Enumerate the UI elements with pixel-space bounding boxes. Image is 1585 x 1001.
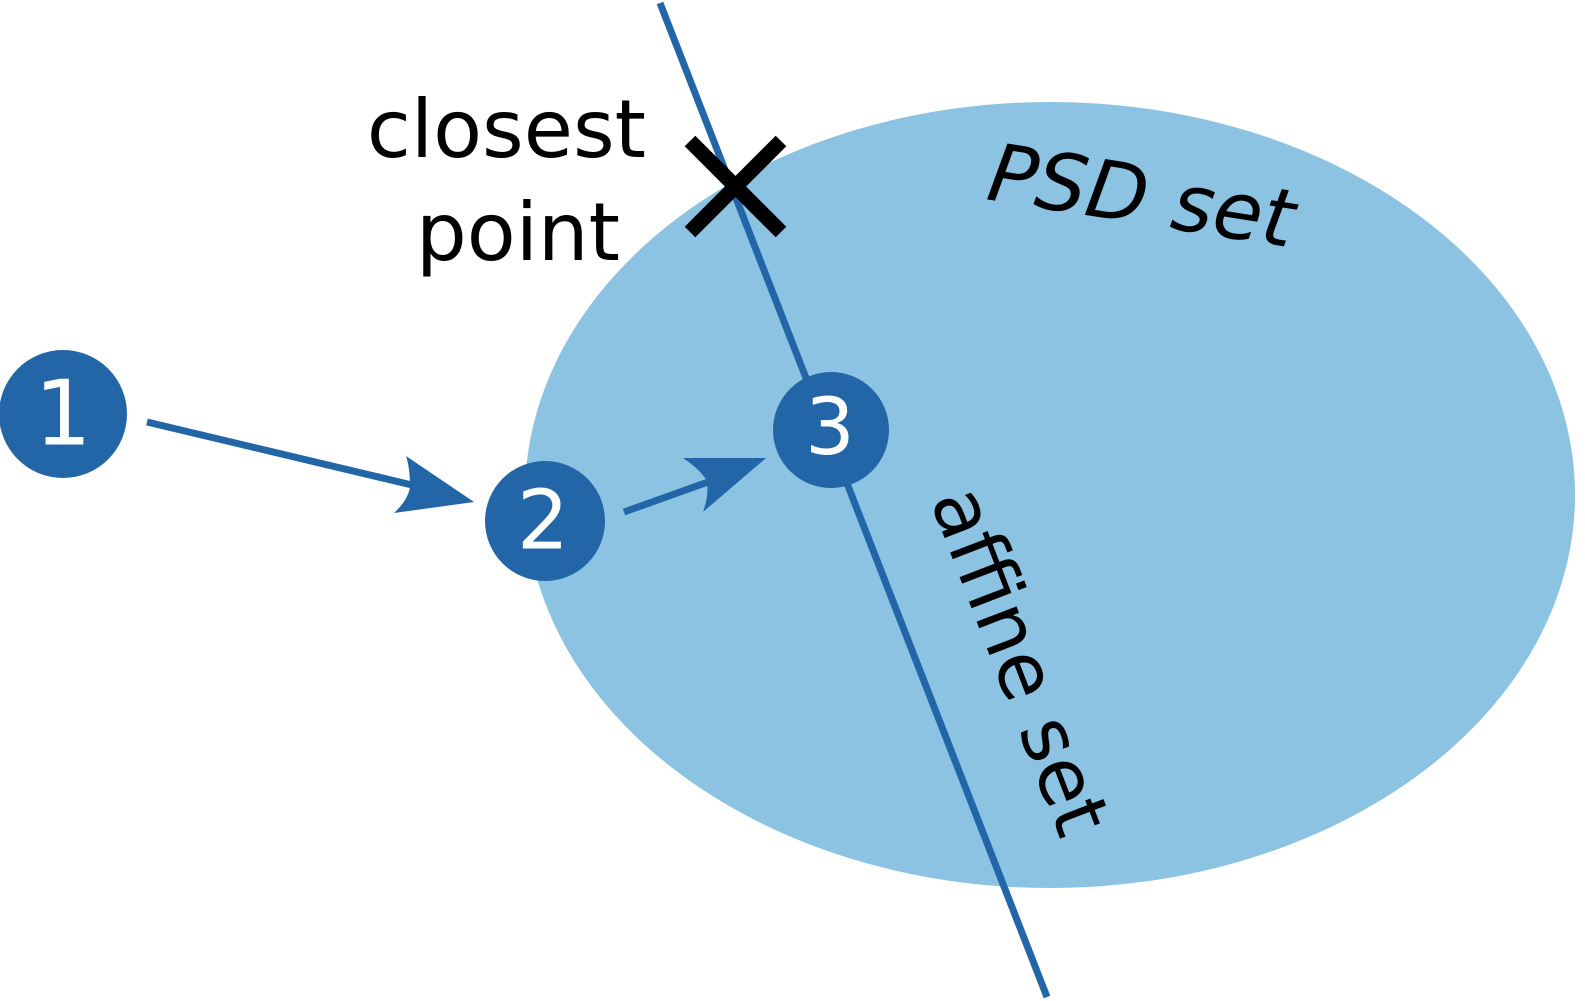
node-1-label: 1	[34, 362, 91, 467]
node-2: 2	[485, 461, 605, 581]
closest-point-label-line1: closest	[367, 83, 646, 176]
arrow-1-to-2	[146, 418, 474, 513]
arrow-2-to-3	[622, 458, 766, 516]
arrowhead-icon	[683, 458, 766, 512]
node-3-label: 3	[805, 383, 855, 473]
psd-set-region	[525, 102, 1575, 888]
node-3: 3	[773, 372, 889, 488]
closest-point-label-line2: point	[416, 186, 620, 279]
node-2-label: 2	[517, 474, 569, 569]
x-mark-icon	[684, 135, 787, 238]
arrowhead-icon	[394, 456, 474, 513]
node-1: 1	[0, 350, 127, 478]
